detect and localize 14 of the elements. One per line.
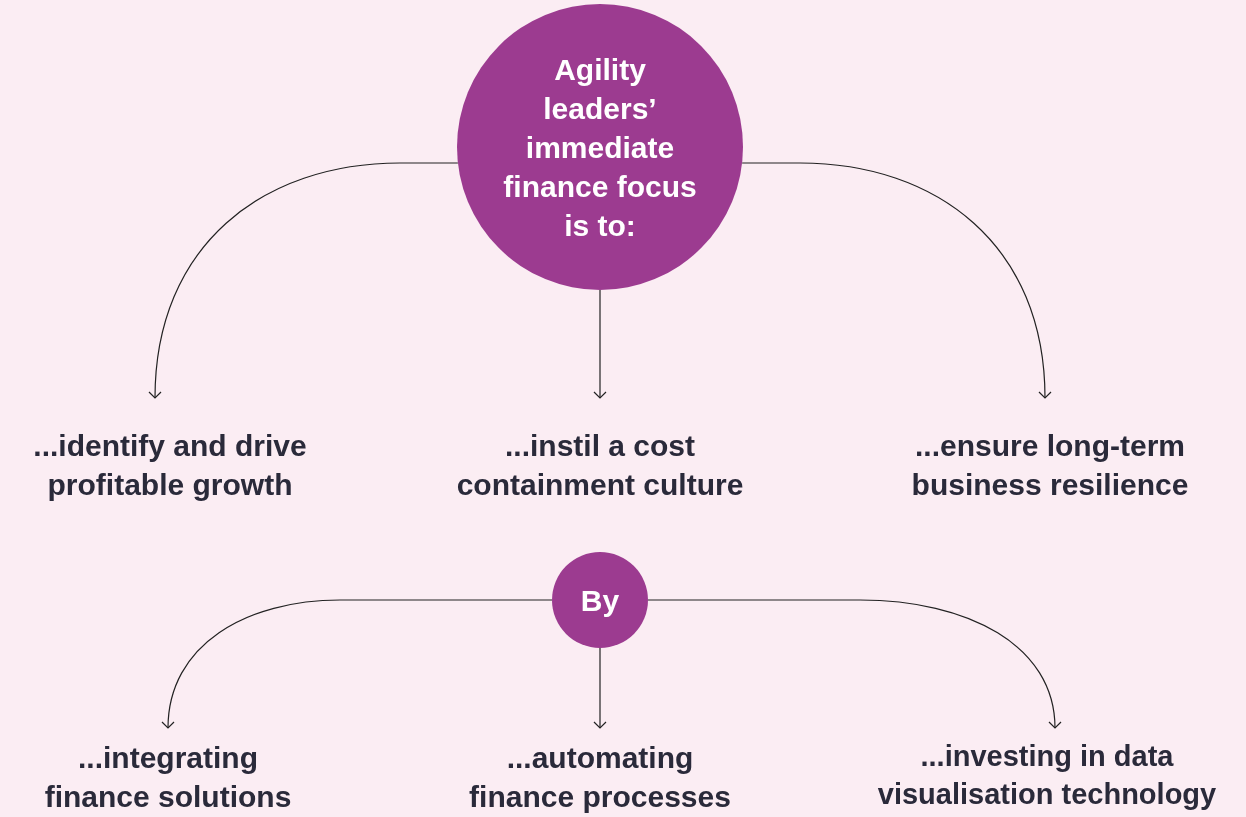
outcome-text: ...integrating finance solutions <box>43 740 293 815</box>
arrow <box>647 599 1062 729</box>
outcome-text: ...instil a cost containment culture <box>455 428 745 503</box>
arrow <box>148 162 459 399</box>
circle-label: Agility leaders’ immediate finance focus is to: <box>502 51 698 244</box>
arrow <box>741 162 1052 399</box>
arrow <box>593 647 607 729</box>
arrow <box>161 599 553 729</box>
outcome-text: ...ensure long-term business resilience <box>910 428 1190 503</box>
outcome-text: ...investing in data visualisation technology <box>876 739 1218 812</box>
arrow <box>593 289 607 399</box>
outcome-text: ...identify and drive profitable growth <box>32 428 308 503</box>
circle-label: By <box>580 582 620 619</box>
outcome-text: ...automating finance processes <box>468 740 732 815</box>
